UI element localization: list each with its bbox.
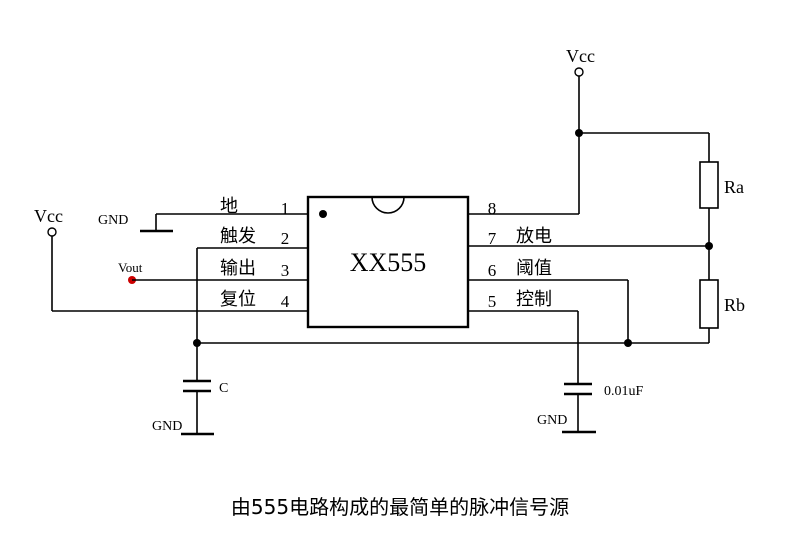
pin2-number: 2 [281,229,290,248]
rb-label: Rb [724,295,745,315]
junction-threshold [624,339,632,347]
vcc-label-top: Vcc [566,46,595,66]
vcc-terminal-top [574,67,584,77]
discharge-branch [468,242,713,250]
pin7-number: 7 [488,229,497,248]
resistor-rb [699,279,719,329]
pin3-number: 3 [281,261,290,280]
reset-vcc-branch: Vcc [34,206,308,312]
gnd-label-ctrl: GND [537,413,567,428]
trigger-capacitor-branch: C GND [152,247,308,436]
control-capacitor-branch: 0.01uF GND [468,310,644,434]
gnd-label-pin1: GND [98,213,128,228]
vout-label: Vout [118,260,143,275]
pin8-number: 8 [488,199,497,218]
vcc-resistor-branch: Vcc Ra Rb [468,46,745,343]
cap-ctrl-label: 0.01uF [604,384,644,399]
output-branch: Vout [118,260,308,284]
pin1-number: 1 [281,199,290,218]
pin5-number: 5 [488,292,497,311]
chip-notch [371,196,405,214]
pin6-label: 阈值 [516,258,552,279]
chip-name: XX555 [350,248,427,277]
pin7-label: 放电 [516,226,552,247]
pin2-label: 触发 [220,226,256,247]
threshold-branch [468,279,632,347]
pin5-label: 控制 [516,289,552,310]
pin3-label: 输出 [220,258,256,279]
pin-labels: 1 2 3 4 5 6 7 8 地 触发 输出 复位 控制 阈值 放电 [220,196,552,311]
pin1-label: 地 [220,196,238,217]
chip-555: XX555 [306,195,470,329]
vcc-label-left: Vcc [34,206,63,226]
ra-label: Ra [724,177,744,197]
cap-c-label: C [219,381,228,396]
pin4-number: 4 [281,292,290,311]
pin1-marker [319,210,327,218]
chip-body [306,195,470,329]
resistor-ra [699,161,719,209]
pin4-label: 复位 [220,289,256,310]
pin6-number: 6 [488,261,497,280]
pin1-ground-branch: GND [98,213,308,233]
diagram-caption: 由555电路构成的最简单的脉冲信号源 [231,495,569,519]
junction-vcc [575,129,583,137]
gnd-label-c: GND [152,419,182,434]
vcc-terminal-left [47,227,57,237]
